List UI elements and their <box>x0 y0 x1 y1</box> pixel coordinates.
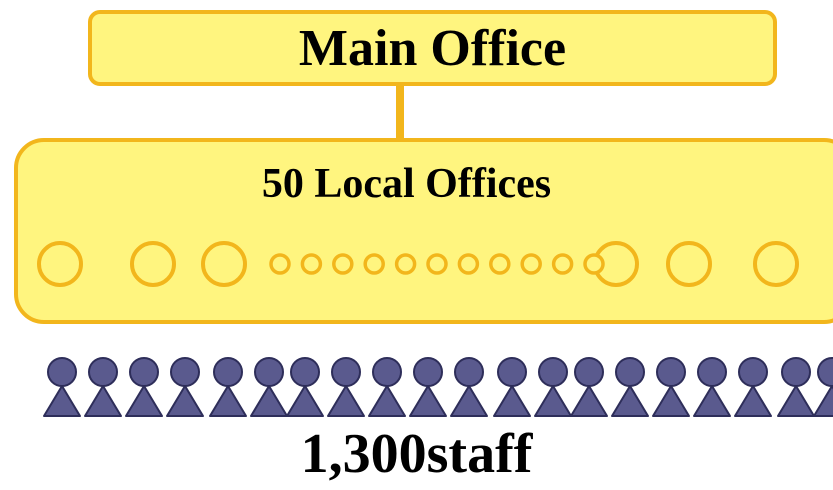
person-icon <box>734 357 772 417</box>
person-icon <box>250 357 288 417</box>
person-icon <box>84 357 122 417</box>
person-icon <box>652 357 690 417</box>
person-icon <box>368 357 406 417</box>
person-icon <box>693 357 731 417</box>
person-icon <box>493 357 531 417</box>
local-offices-box <box>14 138 833 324</box>
person-icon <box>611 357 649 417</box>
person-icon <box>327 357 365 417</box>
person-icon <box>534 357 572 417</box>
main-office-box: Main Office <box>88 10 777 86</box>
person-icon <box>166 357 204 417</box>
connector-line <box>396 86 404 140</box>
person-icon <box>209 357 247 417</box>
person-icon <box>409 357 447 417</box>
person-icon <box>777 357 815 417</box>
person-icon <box>125 357 163 417</box>
main-office-label: Main Office <box>298 19 567 77</box>
person-icon <box>813 357 833 417</box>
person-icon <box>43 357 81 417</box>
person-icon <box>286 357 324 417</box>
person-icon <box>570 357 608 417</box>
person-icon <box>450 357 488 417</box>
staff-label: 1,300staff <box>300 423 533 485</box>
local-offices-label: 50 Local Offices <box>261 161 552 207</box>
